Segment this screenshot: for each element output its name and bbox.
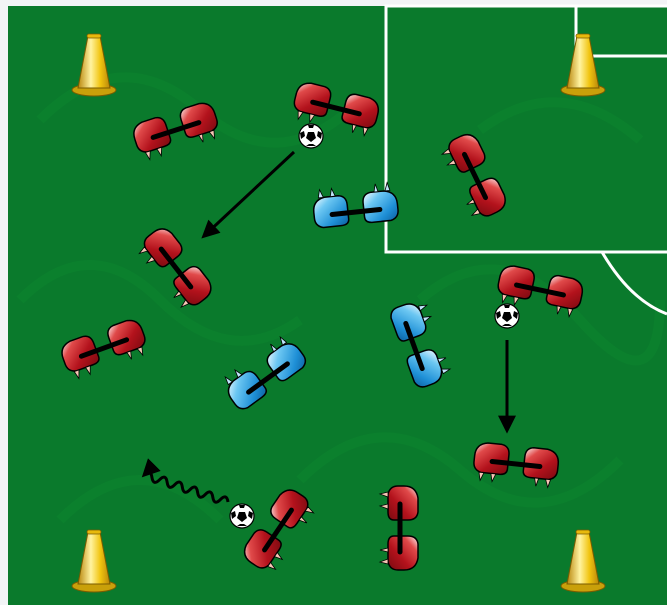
soccer-ball-icon [230, 504, 254, 528]
soccer-ball-icon [299, 124, 323, 148]
soccer-ball-icon [495, 304, 519, 328]
